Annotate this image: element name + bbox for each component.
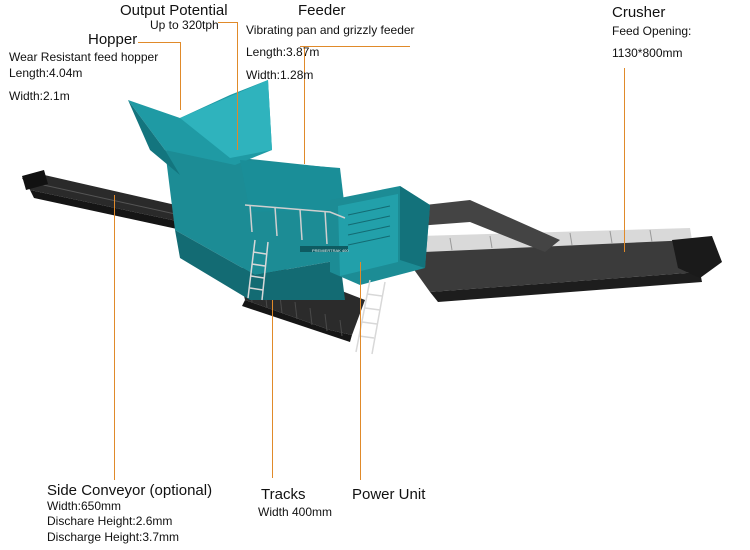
main-conveyor-graphic (380, 200, 722, 302)
side-conveyor-title: Side Conveyor (optional) (47, 482, 213, 499)
crusher-feed-opening-value: 1130*800mm (612, 46, 683, 60)
crusher-body-graphic: PREMIERTRAK 400 (128, 80, 430, 355)
side-conveyor-leader-v (114, 195, 115, 480)
hopper-length: Length:4.04m (9, 66, 83, 80)
crusher-feed-opening-label: Feed Opening: (612, 24, 692, 38)
tracks-leader-v (272, 300, 273, 478)
crusher-title: Crusher (612, 4, 666, 21)
output-leader-h (218, 22, 238, 23)
feeder-description: Vibrating pan and grizzly feeder (246, 23, 415, 37)
feeder-width: Width:1.28m (246, 68, 314, 82)
feeder-leader-v (304, 46, 305, 164)
tracks-width: Width 400mm (258, 505, 333, 519)
power-unit-title: Power Unit (352, 486, 426, 503)
hopper-leader-h (138, 42, 180, 43)
side-conveyor-discharge-height-2: Discharge Height:3.7mm (47, 530, 180, 544)
side-conveyor-width: Width:650mm (47, 499, 122, 513)
hopper-leader-v (180, 42, 181, 110)
output-potential-value: Up to 320tph (150, 18, 219, 32)
hopper-width: Width:2.1m (9, 89, 70, 103)
power-unit-leader-v (360, 262, 361, 480)
output-potential-title: Output Potential (120, 2, 228, 19)
feeder-leader-h (300, 46, 410, 47)
model-badge: PREMIERTRAK 400 (312, 248, 349, 253)
crusher-leader-v (624, 68, 625, 252)
hopper-title: Hopper (88, 31, 138, 48)
hopper-description: Wear Resistant feed hopper (9, 50, 159, 64)
feeder-length: Length:3.87m (246, 45, 320, 59)
tracks-title: Tracks (261, 486, 306, 503)
feeder-title: Feeder (298, 2, 346, 19)
side-conveyor-discharge-height-1: Dischare Height:2.6mm (47, 514, 173, 528)
output-leader-v (237, 22, 238, 150)
